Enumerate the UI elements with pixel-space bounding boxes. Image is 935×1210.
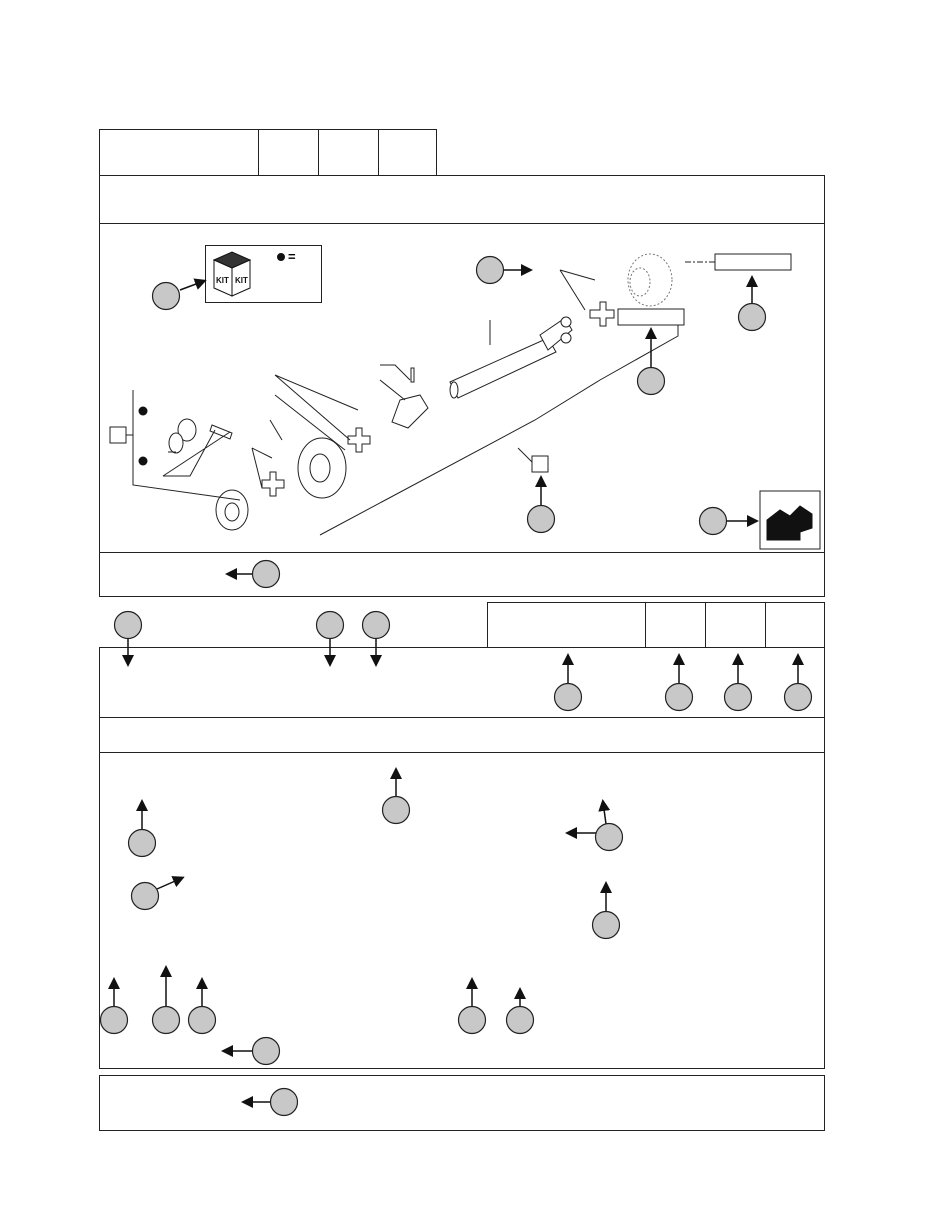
spec-cell-3 <box>705 602 766 648</box>
illustration-caption-band <box>99 552 825 597</box>
callout-caption <box>251 559 281 589</box>
header-cell-3 <box>378 129 437 176</box>
callout-desc-9 <box>457 1005 487 1035</box>
kit-bullet-icon <box>138 406 148 416</box>
callout-desc-1 <box>127 828 157 858</box>
callout-kit <box>151 281 181 311</box>
callout-implement <box>737 302 767 332</box>
section-heading-band <box>99 717 825 753</box>
callout-desc-3 <box>130 881 160 911</box>
spec-cell-1 <box>487 602 646 648</box>
spec-cell-4 <box>765 602 825 648</box>
callout-desc-8 <box>187 1005 217 1035</box>
callout-spec-f <box>723 682 753 712</box>
kit-bullet-icon <box>138 456 148 466</box>
callout-desc-10 <box>505 1005 535 1035</box>
header-cell-title <box>99 129 259 176</box>
spec-cell-2 <box>645 602 706 648</box>
reference-boxes <box>109 253 792 473</box>
ref-box-kit <box>109 426 127 444</box>
kit-bullet-icon <box>277 253 285 261</box>
ref-box-yoke <box>617 308 685 326</box>
svg-text:KIT: KIT <box>216 276 229 285</box>
kit-box-icon: KIT KIT <box>212 251 252 297</box>
ref-box-shaft <box>531 455 549 473</box>
callout-shaft <box>526 504 556 534</box>
callouts <box>108 264 804 1108</box>
callout-yoke <box>636 366 666 396</box>
callout-desc-7 <box>151 1005 181 1035</box>
spec-row <box>99 647 825 718</box>
callout-desc-2 <box>381 795 411 825</box>
footer-note-band <box>99 1075 825 1131</box>
callout-spec-g <box>783 682 813 712</box>
callout-footer <box>269 1087 299 1117</box>
callout-desc-6 <box>99 1005 129 1035</box>
kit-legend-equals: = <box>288 249 296 264</box>
callout-spec-b <box>315 610 345 640</box>
callout-cross-kit <box>475 255 505 285</box>
callout-spec-c <box>361 610 391 640</box>
callout-spec-a <box>113 610 143 640</box>
ref-box-implement <box>714 253 792 271</box>
direction-arrow-icon <box>766 505 813 541</box>
callout-direction <box>698 506 728 536</box>
svg-text:KIT: KIT <box>235 276 248 285</box>
callout-desc-11 <box>251 1036 281 1066</box>
callout-spec-e <box>664 682 694 712</box>
callout-spec-d <box>553 682 583 712</box>
callout-desc-5 <box>591 910 621 940</box>
callout-desc-4 <box>594 822 624 852</box>
header-cell-1 <box>258 129 319 176</box>
driveshaft-exploded-drawing <box>126 253 715 536</box>
